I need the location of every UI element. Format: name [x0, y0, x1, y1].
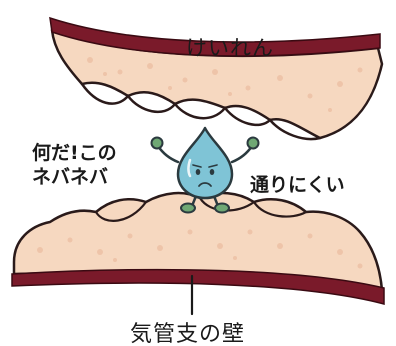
- mucus-droplet-character: [150, 126, 260, 214]
- upper-bronchial-wall: [49, 16, 384, 141]
- bronchial-wall-label: 気管支の壁: [130, 322, 246, 346]
- lower-wall-texture: [37, 229, 363, 269]
- upper-wall-band: [49, 16, 381, 57]
- upper-wall-texture: [87, 57, 363, 112]
- shout-line-2: ネバネバ: [32, 166, 109, 188]
- spasm-label: けいれん: [186, 36, 274, 60]
- upper-wall-bumps: [80, 82, 322, 141]
- hard-to-pass-label: 通りにくい: [250, 174, 345, 196]
- lower-wall-band: [11, 268, 385, 305]
- lower-bronchial-wall: [11, 191, 385, 305]
- shout-line-1: 何だ!この: [32, 142, 117, 164]
